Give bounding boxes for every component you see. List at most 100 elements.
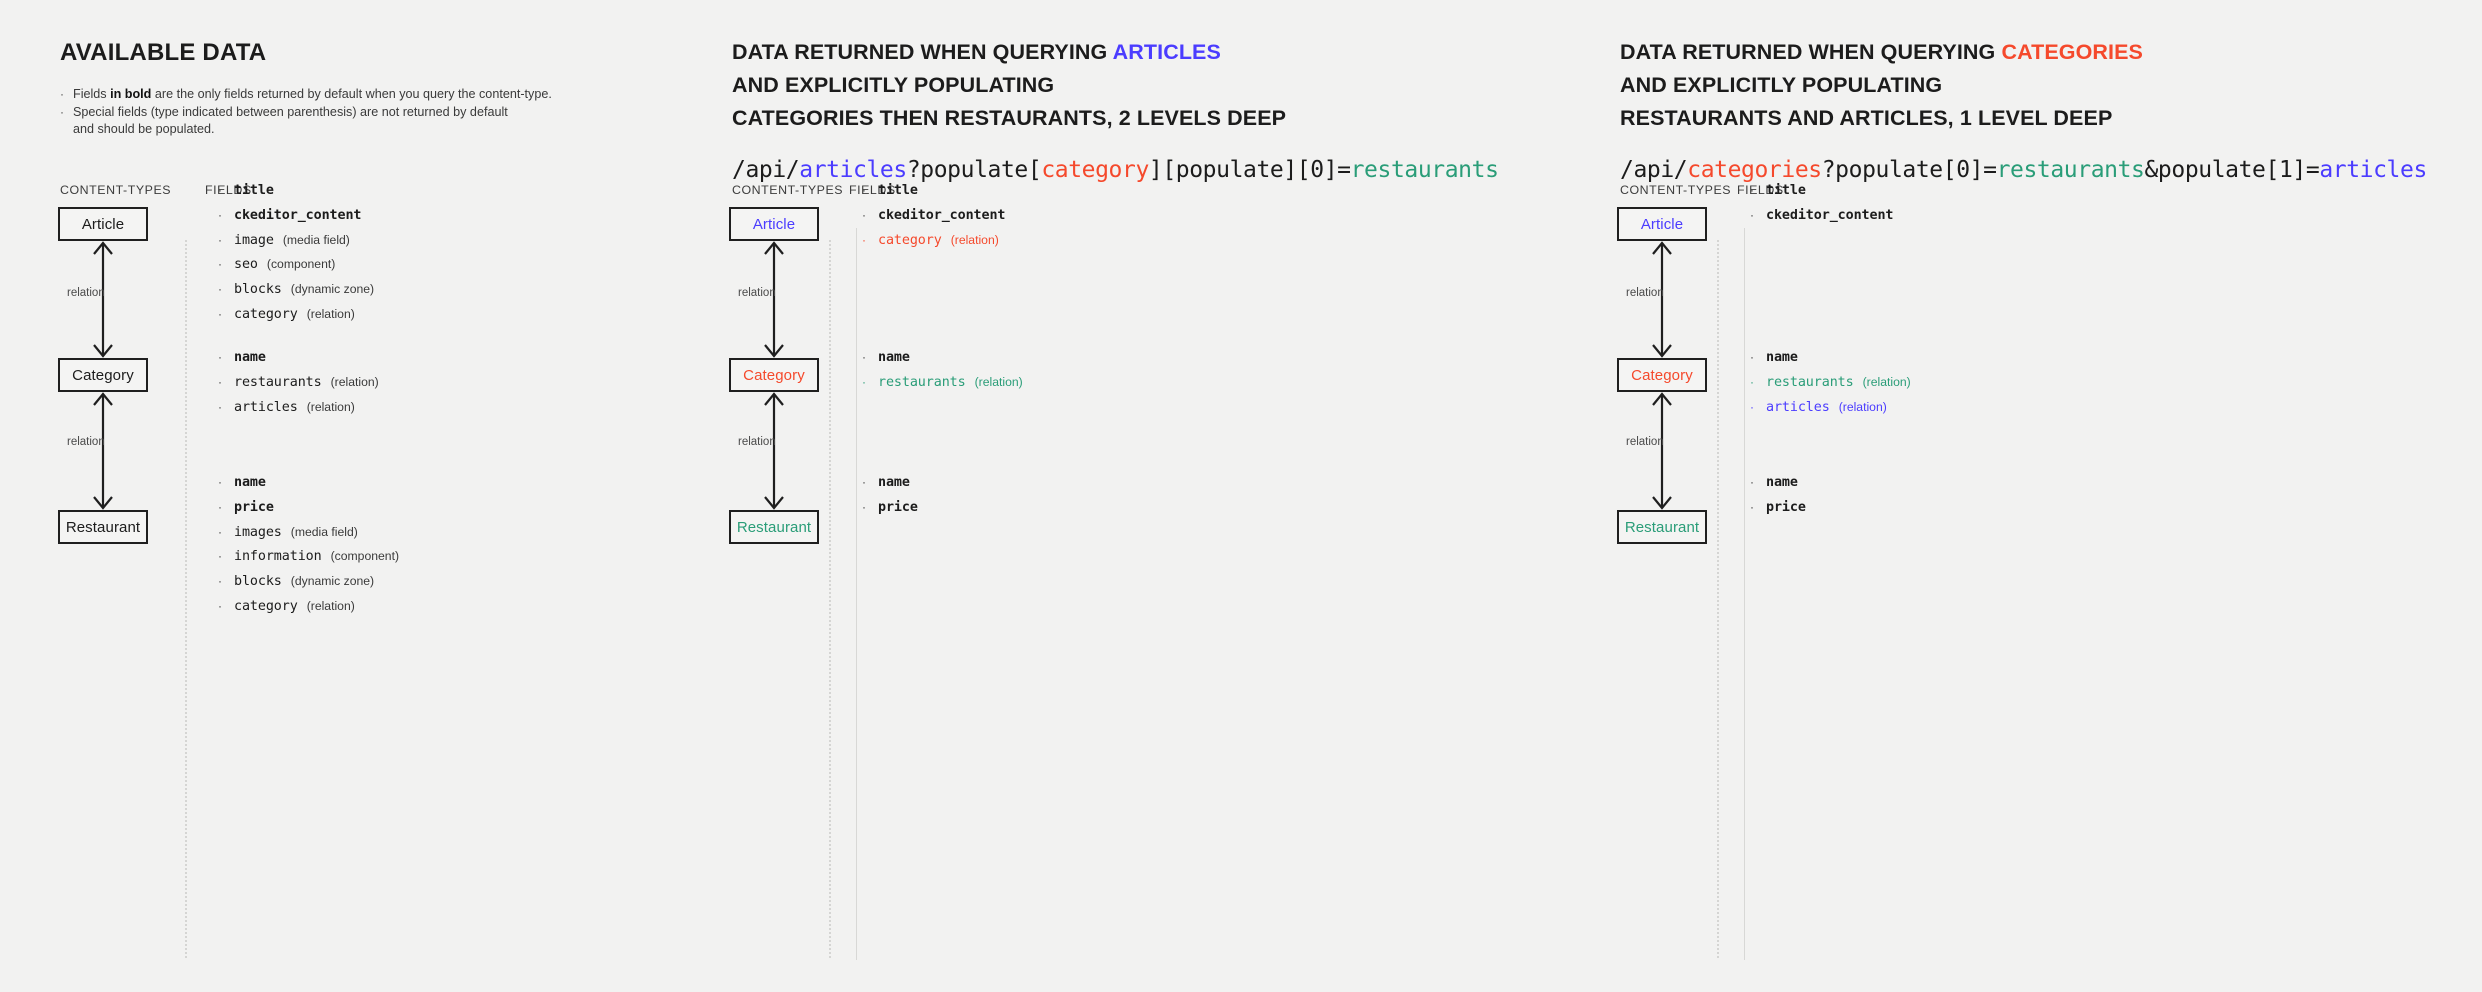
endpoint-segment: ?populate[0]= (1821, 157, 1997, 183)
field-name: blocks (234, 282, 282, 298)
endpoint-segment: &populate[1]= (2144, 157, 2320, 183)
legend-bold-term: in bold (110, 87, 152, 101)
field-name: information (234, 549, 322, 565)
field-type-annotation: (relation) (306, 399, 355, 414)
relation-label: relation (67, 287, 105, 299)
relation-arrow-bidirectional (93, 392, 113, 510)
dotted-column-separator (185, 240, 187, 958)
field-type-annotation: (dynamic zone) (290, 574, 375, 589)
field-row: ·blocks(dynamic zone) (218, 282, 374, 298)
field-name: ckeditor_content (1766, 207, 1894, 223)
field-row: · information (component) (218, 549, 399, 565)
field-name: restaurants (878, 374, 966, 390)
field-type-annotation: (media field) (282, 232, 350, 247)
panel-title-line: AND EXPLICITLY POPULATING (732, 69, 1632, 102)
entity-box-article: Article (58, 207, 148, 241)
field-row: ·ckeditor_content (862, 208, 1005, 224)
field-row: ·images(media field) (218, 525, 399, 541)
relation-arrow-bidirectional (93, 241, 113, 358)
field-name: ckeditor_content (234, 207, 362, 223)
dotted-column-separator (1717, 240, 1719, 958)
field-type-annotation: (relation) (306, 306, 355, 321)
field-name: name (878, 475, 910, 490)
panel-available-data: AVAILABLE DATA·Fields in bold are the on… (0, 0, 724, 992)
bullet-dot-icon: · (1750, 475, 1754, 489)
field-list-restaurant: · name · price ·images(media field) · informat… (218, 475, 399, 624)
field-row: ·name (218, 350, 379, 366)
field-type-annotation: (component) (330, 549, 400, 564)
field-row: ·restaurants(relation) (862, 375, 1023, 391)
endpoint-segment: restaurants (1996, 157, 2145, 183)
bullet-dot-icon: · (218, 549, 222, 564)
field-row: ·title (1750, 183, 1893, 199)
field-type-annotation: (relation) (306, 598, 355, 613)
field-name: name (1766, 475, 1798, 490)
field-list-category: ·name·restaurants(relation)·articles(rel… (218, 350, 379, 424)
column-label-fields: FIELDS (1737, 183, 1784, 197)
entity-box-category: Category (58, 358, 148, 392)
bullet-dot-icon: · (862, 475, 866, 489)
relation-arrow-bidirectional (1652, 241, 1672, 358)
field-name: price (234, 499, 274, 515)
field-name: images (234, 524, 282, 540)
entity-box-category: Category (1617, 358, 1707, 392)
field-list-category: ·name·restaurants(relation) (862, 350, 1023, 400)
column-label-content-types: CONTENT-TYPES (1620, 183, 1732, 197)
legend-plain-text: Fields (73, 87, 111, 101)
title-text: DATA RETURNED WHEN QUERYING (1620, 40, 2002, 64)
entity-box-category: Category (729, 358, 819, 392)
panel-divider-2 (1744, 228, 1745, 960)
field-row: ·blocks(dynamic zone) (218, 574, 399, 590)
panel-divider-1 (856, 228, 857, 960)
field-list-restaurant: · name ·price (1750, 475, 1806, 525)
endpoint-segment: restaurants (1350, 157, 1499, 183)
bullet-dot-icon: · (218, 306, 222, 321)
relation-label: relation (738, 436, 776, 448)
entity-box-restaurant: Restaurant (729, 510, 819, 544)
title-text: RESTAURANTS AND ARTICLES, 1 LEVEL DEEP (1620, 106, 2113, 130)
panel-title-line: CATEGORIES THEN RESTAURANTS, 2 LEVELS DE… (732, 102, 1632, 135)
bullet-dot-icon: · (218, 183, 222, 197)
field-type-annotation: (relation) (950, 232, 999, 247)
relation-arrow-bidirectional (1652, 392, 1672, 510)
bullet-dot-icon: · (1750, 207, 1754, 222)
field-name: price (878, 499, 918, 515)
bullet-dot-icon: · (218, 232, 222, 247)
api-endpoint-url: /api/articles?populate[category][populat… (732, 157, 1632, 183)
field-row: ·restaurants(relation) (1750, 375, 1911, 391)
field-type-annotation: (relation) (974, 374, 1023, 389)
relation-label: relation (1626, 287, 1664, 299)
field-list-article: ·title · ckeditor_content (1750, 183, 1893, 233)
field-row: ·category(relation) (218, 307, 374, 323)
title-text: CATEGORIES THEN RESTAURANTS, 2 LEVELS DE… (732, 106, 1287, 130)
bullet-dot-icon: · (60, 104, 64, 119)
bullet-dot-icon: · (218, 207, 222, 222)
field-row: ·price (1750, 500, 1806, 516)
field-name: category (878, 232, 942, 248)
relation-label: relation (67, 436, 105, 448)
bullet-dot-icon: · (218, 574, 222, 589)
field-list-restaurant: · name · price (862, 475, 918, 525)
title-highlight: ARTICLES (1112, 40, 1221, 64)
bullet-dot-icon: · (1750, 374, 1754, 389)
endpoint-segment: category (1041, 157, 1149, 183)
field-row: · price (862, 500, 918, 516)
panel-heading: AVAILABLE DATA·Fields in bold are the on… (60, 36, 700, 139)
field-list-article: ·title·ckeditor_content·image(media fiel… (218, 183, 374, 332)
title-text: AND EXPLICITLY POPULATING (732, 73, 1055, 97)
field-row: ·seo(component) (218, 257, 374, 273)
field-name: name (234, 475, 266, 490)
endpoint-segment: articles (2319, 157, 2427, 183)
bullet-dot-icon: · (862, 499, 866, 514)
title-text: AND EXPLICITLY POPULATING (1620, 73, 1943, 97)
field-name: articles (234, 399, 298, 415)
dotted-column-separator (829, 240, 831, 958)
field-list-article: ·title·ckeditor_content·category(relatio… (862, 183, 1005, 257)
field-type-annotation: (relation) (1862, 374, 1911, 389)
bullet-dot-icon: · (862, 207, 866, 222)
bullet-dot-icon: · (1750, 499, 1754, 514)
